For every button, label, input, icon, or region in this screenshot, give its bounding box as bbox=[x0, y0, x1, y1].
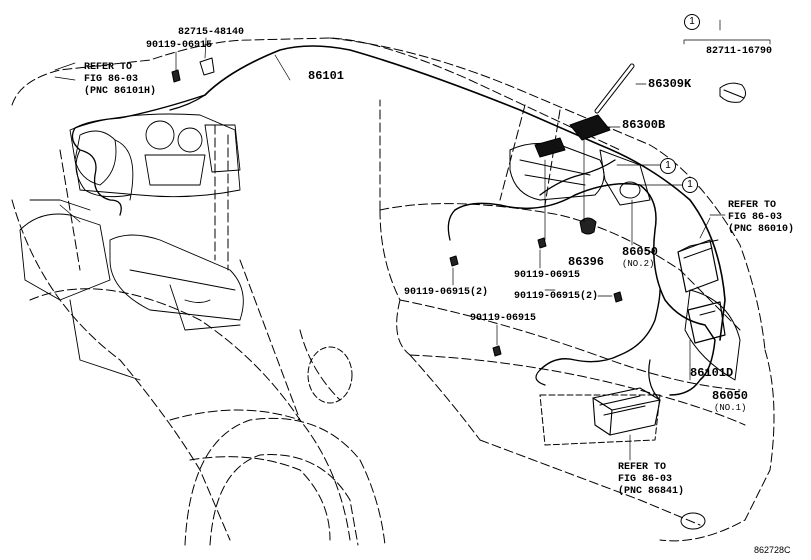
refer-right-line1: REFER TO bbox=[728, 200, 777, 211]
refer-bottom-line1: REFER TO bbox=[618, 462, 667, 473]
part-label-86050-no2: 86050 bbox=[622, 245, 659, 259]
grommet-86396 bbox=[579, 217, 597, 235]
bolt-90119-top bbox=[171, 69, 181, 83]
bolt-b bbox=[537, 237, 547, 249]
bolt-a bbox=[449, 255, 459, 267]
speaker-trim bbox=[509, 142, 605, 201]
roof-antenna-cable bbox=[204, 45, 726, 341]
part-label-90119-c: 90119-06915(2) bbox=[514, 291, 599, 302]
part-label-86050-no1-qualifier: (NO.1) bbox=[714, 403, 747, 413]
bolt-c bbox=[613, 291, 623, 303]
part-label-90119-top: 90119-06915 bbox=[146, 40, 213, 51]
clip-82711 bbox=[719, 82, 746, 103]
refer-right-line3: (PNC 86010) bbox=[728, 224, 795, 235]
refer-right-line2: FIG 86-03 bbox=[728, 212, 783, 223]
part-label-90119-b: 90119-06915(2) bbox=[404, 287, 489, 298]
refer-left-line1: REFER TO bbox=[84, 62, 133, 73]
amplifier-no2 bbox=[677, 239, 719, 293]
part-label-90119-d: 90119-06915 bbox=[470, 313, 537, 324]
part-label-86050-no1: 86050 bbox=[712, 389, 749, 403]
refer-bottom-line2: FIG 86-03 bbox=[618, 474, 673, 485]
callout-1-b: 1 bbox=[682, 177, 698, 193]
vehicle-body-outline bbox=[11, 37, 775, 542]
refer-left-line3: (PNC 86101H) bbox=[84, 86, 157, 97]
leader-lines bbox=[54, 19, 771, 461]
part-label-86300B: 86300B bbox=[622, 118, 666, 132]
refer-bottom-line3: (PNC 86841) bbox=[618, 486, 685, 497]
seats bbox=[19, 199, 244, 381]
connector-module bbox=[687, 301, 726, 344]
part-label-86101: 86101 bbox=[308, 69, 345, 83]
bracket-upper bbox=[599, 149, 651, 206]
exhaust-pipe bbox=[680, 512, 706, 530]
rear-harness bbox=[454, 183, 716, 396]
callout-1-legend: 1 bbox=[684, 14, 700, 30]
part-label-90119-a: 90119-06915 bbox=[514, 270, 581, 281]
tail-lamp bbox=[684, 289, 741, 381]
part-label-86101D: 86101D bbox=[690, 366, 734, 380]
antenna-base bbox=[569, 114, 611, 141]
tuner-no1 bbox=[592, 387, 661, 436]
lower-harness bbox=[539, 289, 661, 371]
bolt-d bbox=[492, 345, 502, 357]
fuel-door bbox=[307, 346, 353, 404]
clip-82715 bbox=[199, 57, 215, 76]
diagram-code: 862728C bbox=[754, 545, 791, 555]
part-label-82711: 82711-16790 bbox=[706, 46, 773, 57]
license-recess bbox=[539, 394, 661, 446]
part-label-86309K: 86309K bbox=[648, 77, 692, 91]
refer-left-line2: FIG 86-03 bbox=[84, 74, 139, 85]
wheel-arch bbox=[184, 417, 386, 546]
part-label-82715: 82715-48140 bbox=[178, 27, 245, 38]
part-label-86050-no2-qualifier: (NO.2) bbox=[622, 259, 655, 269]
callout-1-a: 1 bbox=[660, 158, 676, 174]
part-label-86396: 86396 bbox=[568, 255, 605, 269]
